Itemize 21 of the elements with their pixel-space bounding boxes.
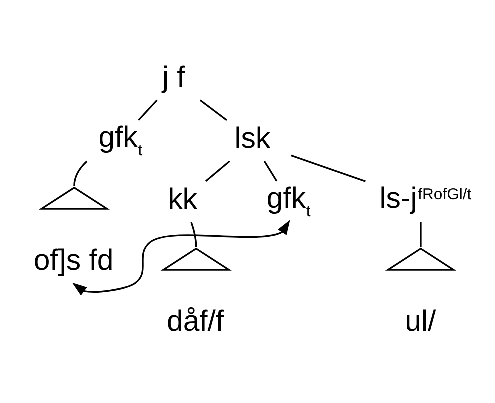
- node-text: gfk$_{t}$: [266, 181, 310, 220]
- node-text: dåf/f: [166, 304, 224, 338]
- connector: [290, 154, 366, 182]
- connector: [199, 99, 227, 121]
- node-text: ls-j$^{fRofGl/t}$: [379, 181, 472, 214]
- node-text: ul/: [404, 304, 436, 338]
- node-text: j f: [162, 60, 185, 94]
- node-text: gfk$_{t}$: [98, 120, 142, 160]
- connector: [204, 160, 230, 182]
- node-triangle: [384, 247, 456, 270]
- node-text: kk: [168, 182, 197, 216]
- connector: [73, 160, 88, 186]
- node-text: of]s fd: [33, 244, 114, 277]
- node-text: lsk: [234, 122, 270, 155]
- connector: [138, 99, 158, 121]
- connector: [263, 160, 278, 182]
- arrow: [72, 220, 290, 296]
- connector: [420, 222, 422, 247]
- node-triangle: [160, 247, 232, 270]
- connector: [190, 222, 197, 247]
- node-triangle: [38, 186, 110, 210]
